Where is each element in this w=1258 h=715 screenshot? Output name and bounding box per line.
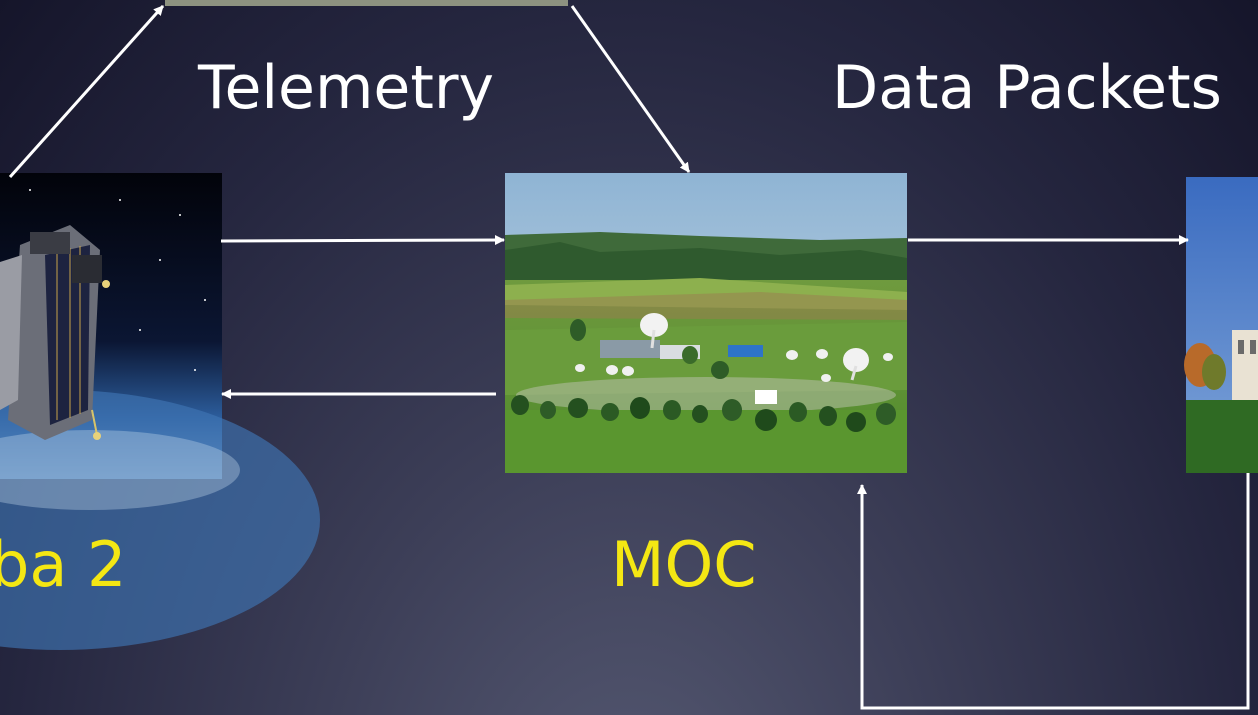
spacecraft-name-label: ba 2 bbox=[0, 528, 127, 601]
feedback-loop-arrow bbox=[857, 473, 1250, 710]
telemetry-downlink-arrow bbox=[570, 5, 691, 173]
satellite-image bbox=[0, 173, 320, 650]
top-image bbox=[165, 0, 568, 6]
building-image bbox=[1184, 177, 1258, 473]
telemetry-label: Telemetry bbox=[198, 53, 495, 123]
telemetry-uplink-arrow bbox=[8, 4, 165, 179]
satellite-to-moc-arrow bbox=[220, 235, 505, 246]
ground-station-image bbox=[505, 173, 907, 473]
data-packets-label: Data Packets bbox=[832, 53, 1222, 123]
moc-label: MOC bbox=[611, 528, 757, 601]
